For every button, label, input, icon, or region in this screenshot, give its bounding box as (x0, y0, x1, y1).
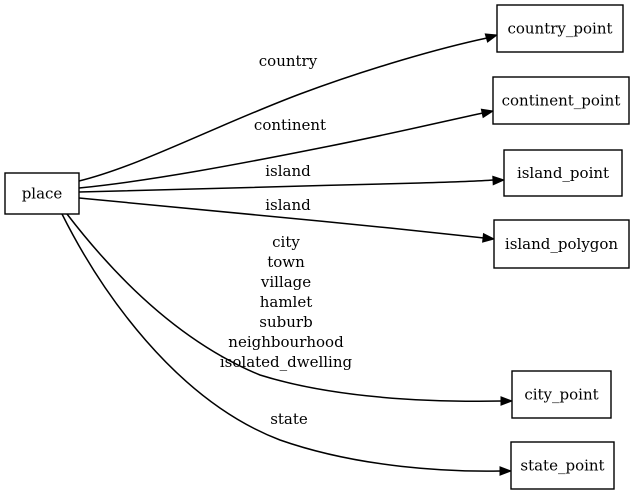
edge-label-place-to-island_point: island (265, 162, 311, 180)
edge-label-line: suburb (259, 313, 312, 331)
edge-label-line: village (260, 273, 311, 291)
edge-label-line: island (265, 196, 311, 214)
node-box-state_point[interactable] (510, 441, 615, 490)
node-island_point[interactable]: island_point (503, 149, 623, 197)
edge-label-place-to-country_point: country (259, 52, 318, 70)
edge-label-line: neighbourhood (228, 333, 344, 351)
edge-place-to-state_point[interactable] (61, 213, 502, 472)
node-place[interactable]: place (4, 172, 80, 215)
edge-label-line: town (267, 253, 305, 271)
edge-place-to-continent_point[interactable] (78, 112, 484, 189)
edge-place-to-city_point[interactable] (66, 213, 503, 402)
node-label-city_point: city_point (524, 386, 598, 404)
edge-place-to-island_polygon[interactable] (78, 197, 485, 239)
node-continent_point[interactable]: continent_point (492, 76, 630, 125)
node-label-continent_point: continent_point (502, 92, 621, 110)
node-label-state_point: state_point (520, 457, 604, 475)
arrowhead-city_point-icon (500, 396, 514, 406)
arrowhead-state_point-icon (499, 466, 513, 476)
edge-label-place-to-continent_point: continent (254, 116, 326, 134)
node-label-place: place (22, 185, 63, 203)
edge-label-line: city (272, 233, 300, 251)
node-country_point[interactable]: country_point (496, 4, 624, 53)
edge-place-to-country_point[interactable] (78, 37, 488, 182)
node-box-island_polygon[interactable] (493, 219, 630, 269)
arrowhead-country_point-icon (484, 33, 499, 43)
edge-label-line: continent (254, 116, 326, 134)
node-city_point[interactable]: city_point (511, 370, 612, 419)
edge-place-to-island_point[interactable] (78, 179, 495, 193)
edge-label-place-to-city_point: city town village hamlet suburb neighbourhood… (220, 233, 353, 371)
node-state_point[interactable]: state_point (510, 441, 615, 490)
node-label-island_polygon: island_polygon (505, 235, 619, 253)
edge-label-place-to-island_polygon: island (265, 196, 311, 214)
node-island_polygon[interactable]: island_polygon (493, 219, 630, 269)
node-label-island_point: island_point (517, 164, 609, 182)
arrowhead-island_point-icon (492, 175, 506, 186)
nodes-layer: place country_point continent_point island_… (4, 4, 630, 490)
node-box-island_point[interactable] (503, 149, 623, 197)
edge-label-line: hamlet (260, 293, 313, 311)
node-box-continent_point[interactable] (492, 76, 630, 125)
node-box-place[interactable] (4, 172, 80, 215)
edge-label-line: state (270, 410, 308, 428)
edge-label-place-to-state_point: state (270, 410, 308, 428)
edge-label-line: island (265, 162, 311, 180)
edge-label-line: country (259, 52, 318, 70)
node-label-country_point: country_point (507, 20, 612, 38)
edge-labels-layer: country continent island island city town vill… (220, 52, 353, 428)
node-box-city_point[interactable] (511, 370, 612, 419)
edges-layer (61, 33, 514, 476)
edge-label-line: isolated_dwelling (220, 353, 353, 371)
node-box-country_point[interactable] (496, 4, 624, 53)
arrowhead-continent_point-icon (480, 108, 495, 119)
arrowhead-island_polygon-icon (482, 232, 496, 243)
